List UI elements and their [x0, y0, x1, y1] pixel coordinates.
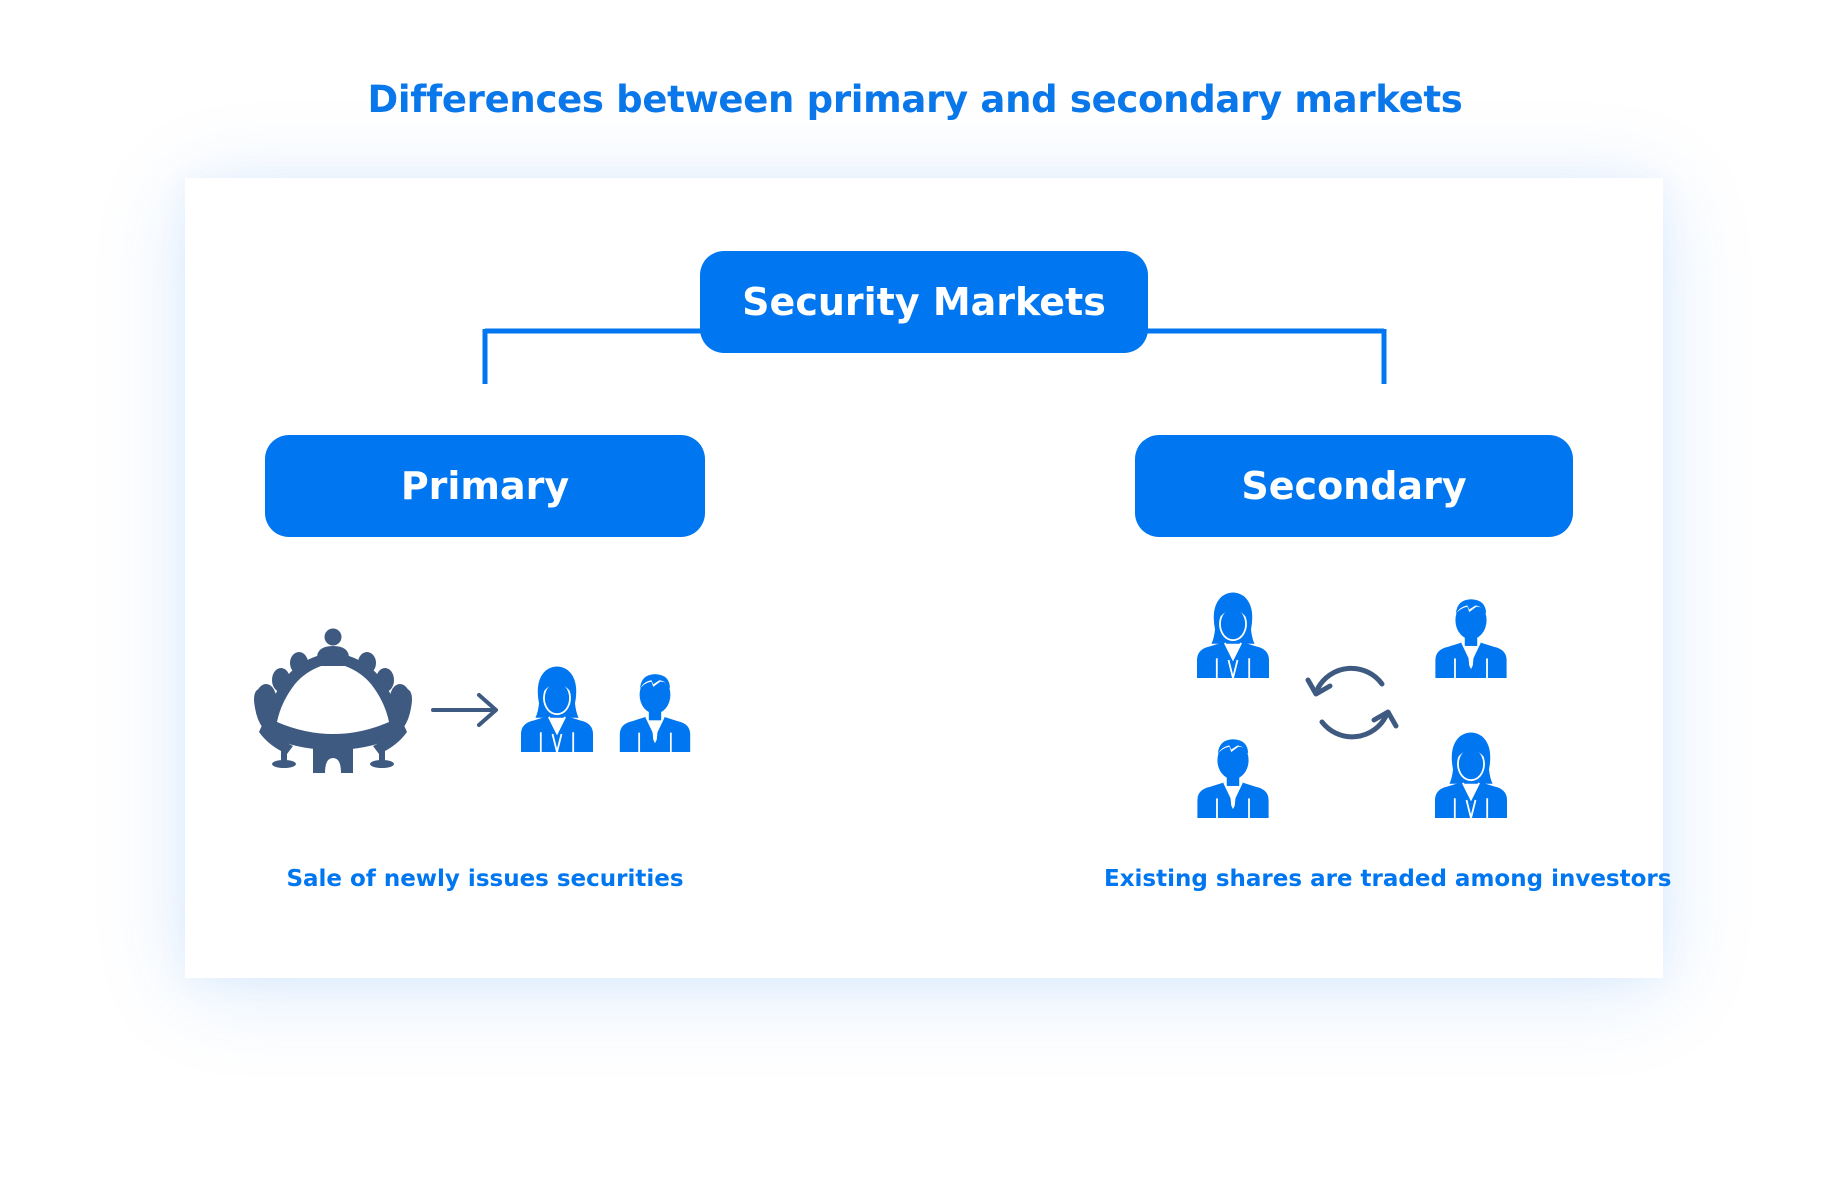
secondary-node: Secondary [1135, 435, 1573, 537]
secondary-caption: Existing shares are traded among investo… [1104, 866, 1672, 892]
root-node-label: Security Markets [742, 280, 1106, 324]
man-investor-icon [619, 664, 691, 752]
woman-investor-icon [1435, 728, 1507, 818]
man-investor-icon [1435, 589, 1507, 678]
woman-investor-icon [521, 662, 593, 752]
secondary-node-label: Secondary [1241, 464, 1467, 508]
exchange-cycle-icon [1305, 665, 1399, 740]
primary-caption: Sale of newly issues securities [286, 866, 684, 892]
arrow-right-icon [431, 693, 498, 727]
root-node: Security Markets [700, 251, 1148, 353]
primary-node-label: Primary [400, 464, 570, 508]
man-investor-icon [1197, 729, 1269, 818]
page-title: Differences between primary and secondar… [367, 78, 1463, 121]
conference-table-icon [254, 628, 412, 773]
woman-investor-icon [1197, 588, 1269, 678]
primary-node: Primary [265, 435, 705, 537]
diagram-card: Security Markets Primary Secondary [185, 178, 1672, 978]
